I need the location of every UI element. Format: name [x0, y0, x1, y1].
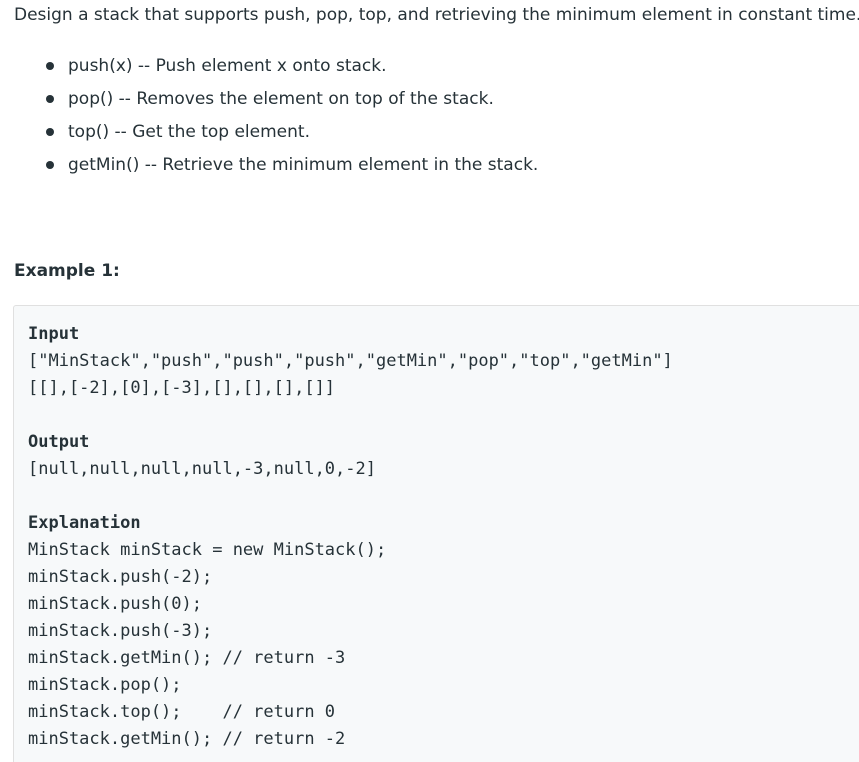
example-heading: Example 1:	[14, 261, 120, 281]
output-line: [null,null,null,null,-3,null,0,-2]	[28, 459, 376, 479]
explanation-line: minStack.push(-3);	[28, 621, 213, 641]
bullet-icon	[46, 95, 54, 103]
input-label: Input	[28, 324, 80, 344]
operation-push: push(x) -- Push element x onto stack.	[68, 56, 387, 76]
input-operations-line: ["MinStack","push","push","push","getMin…	[28, 351, 673, 371]
explanation-line: minStack.pop();	[28, 675, 182, 695]
explanation-line: minStack.getMin(); // return -2	[28, 729, 346, 749]
explanation-label: Explanation	[28, 513, 141, 533]
explanation-line: minStack.push(0);	[28, 594, 202, 614]
operation-top: top() -- Get the top element.	[68, 122, 310, 142]
explanation-line: minStack.getMin(); // return -3	[28, 648, 346, 668]
explanation-line: MinStack minStack = new MinStack();	[28, 540, 387, 560]
bullet-icon	[46, 161, 54, 169]
output-label: Output	[28, 432, 90, 452]
operation-getmin: getMin() -- Retrieve the minimum element…	[68, 155, 539, 175]
operation-pop: pop() -- Removes the element on top of t…	[68, 89, 494, 109]
explanation-line: minStack.top(); // return 0	[28, 702, 336, 722]
problem-description: Design a stack that supports push, pop, …	[14, 5, 859, 25]
bullet-icon	[46, 62, 54, 70]
example-code-block: Input ["MinStack","push","push","push","…	[13, 305, 859, 762]
input-arguments-line: [[],[-2],[0],[-3],[],[],[],[]]	[28, 378, 336, 398]
explanation-line: minStack.push(-2);	[28, 567, 213, 587]
bullet-icon	[46, 128, 54, 136]
